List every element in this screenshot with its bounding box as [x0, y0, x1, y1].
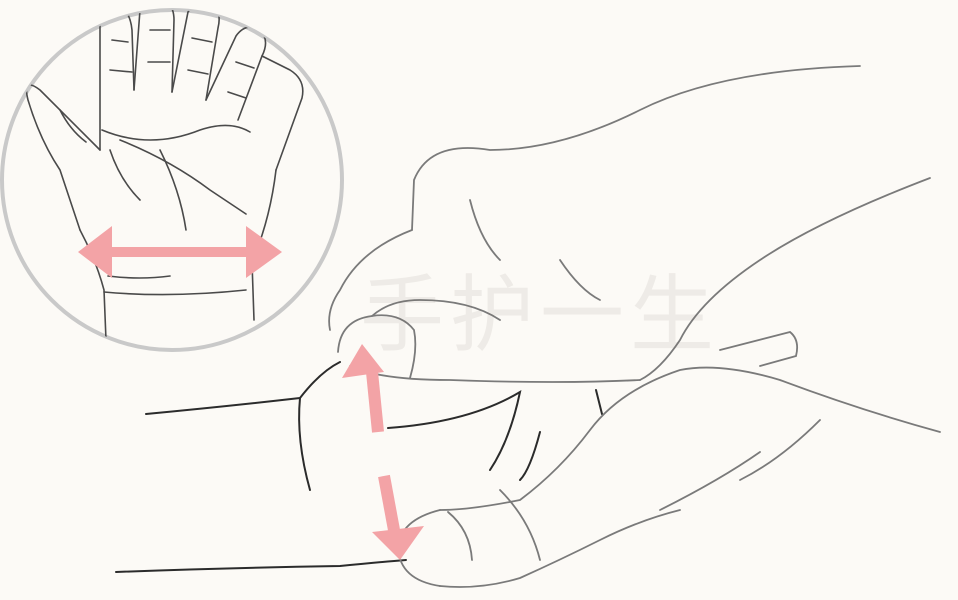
- palm-inset: [0, 8, 344, 352]
- vertical-arrow-icon: [342, 344, 424, 560]
- open-palm-drawing: [25, 10, 304, 341]
- horizontal-arrow-icon: [78, 226, 282, 278]
- inset-circle: [0, 8, 344, 352]
- adult-upper-hand-drawing: [328, 65, 931, 383]
- child-arm-drawing: [115, 361, 603, 573]
- adult-lower-hand-drawing: [397, 366, 941, 588]
